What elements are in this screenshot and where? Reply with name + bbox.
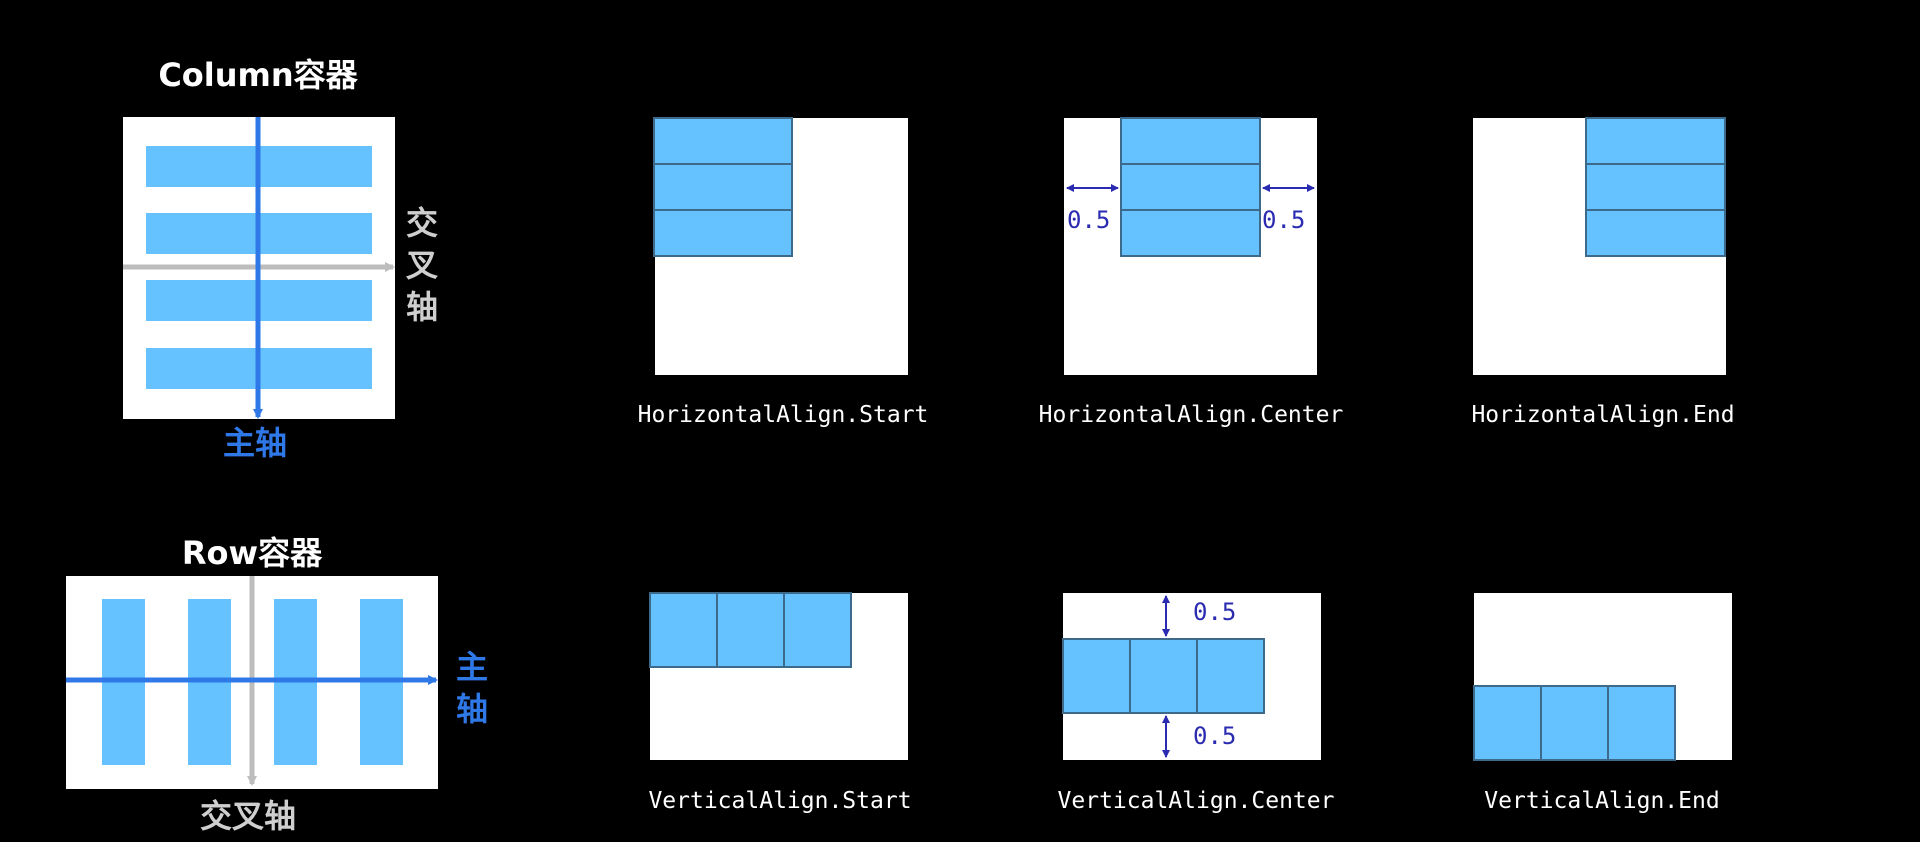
- horizontal-start-caption: HorizontalAlign.Start: [637, 402, 929, 428]
- item-2: [716, 592, 785, 668]
- horizontal-center-left-ratio: 0.5: [1067, 206, 1111, 234]
- item-1: [1473, 685, 1542, 761]
- vertical-align-end-example: [1473, 593, 1732, 761]
- item-2: [653, 163, 793, 211]
- horizontal-align-center-example: [1064, 117, 1317, 375]
- item-2: [1120, 163, 1261, 211]
- item-1: [653, 117, 793, 165]
- vertical-end-caption: VerticalAlign.End: [1484, 788, 1720, 814]
- item-1: [1120, 117, 1261, 165]
- horizontal-align-start-example: [653, 117, 908, 375]
- item-2: [1540, 685, 1609, 761]
- column-container-title: Column容器: [158, 56, 358, 94]
- column-main-axis-label: 主轴: [223, 424, 288, 462]
- column-cross-axis-label: 交叉轴: [405, 204, 438, 326]
- vertical-align-start-example: [649, 592, 908, 760]
- horizontal-end-caption: HorizontalAlign.End: [1471, 402, 1735, 428]
- item-2: [1129, 638, 1198, 714]
- column-container-diagram: [123, 117, 395, 419]
- horizontal-align-end-example: [1473, 117, 1726, 375]
- vertical-start-caption: VerticalAlign.Start: [648, 788, 912, 814]
- item-1: [1062, 638, 1131, 714]
- row-main-axis-label: 主轴: [455, 648, 488, 728]
- vertical-center-bottom-ratio: 0.5: [1193, 722, 1237, 750]
- item-3: [1607, 685, 1676, 761]
- horizontal-center-caption: HorizontalAlign.Center: [1038, 402, 1344, 428]
- horizontal-center-right-ratio: 0.5: [1262, 206, 1306, 234]
- item-3: [783, 592, 852, 668]
- row-cross-axis-label: 交叉轴: [200, 797, 297, 835]
- item-3: [1196, 638, 1265, 714]
- item-1: [649, 592, 718, 668]
- vertical-center-top-ratio: 0.5: [1193, 598, 1237, 626]
- row-container-title: Row容器: [181, 534, 323, 572]
- item-3: [653, 209, 793, 257]
- item-1: [1585, 117, 1726, 165]
- vertical-center-caption: VerticalAlign.Center: [1057, 788, 1335, 814]
- item-3: [1585, 209, 1726, 257]
- row-container-diagram: [66, 576, 438, 789]
- vertical-align-center-example: [1062, 593, 1321, 760]
- item-3: [1120, 209, 1261, 257]
- item-2: [1585, 163, 1726, 211]
